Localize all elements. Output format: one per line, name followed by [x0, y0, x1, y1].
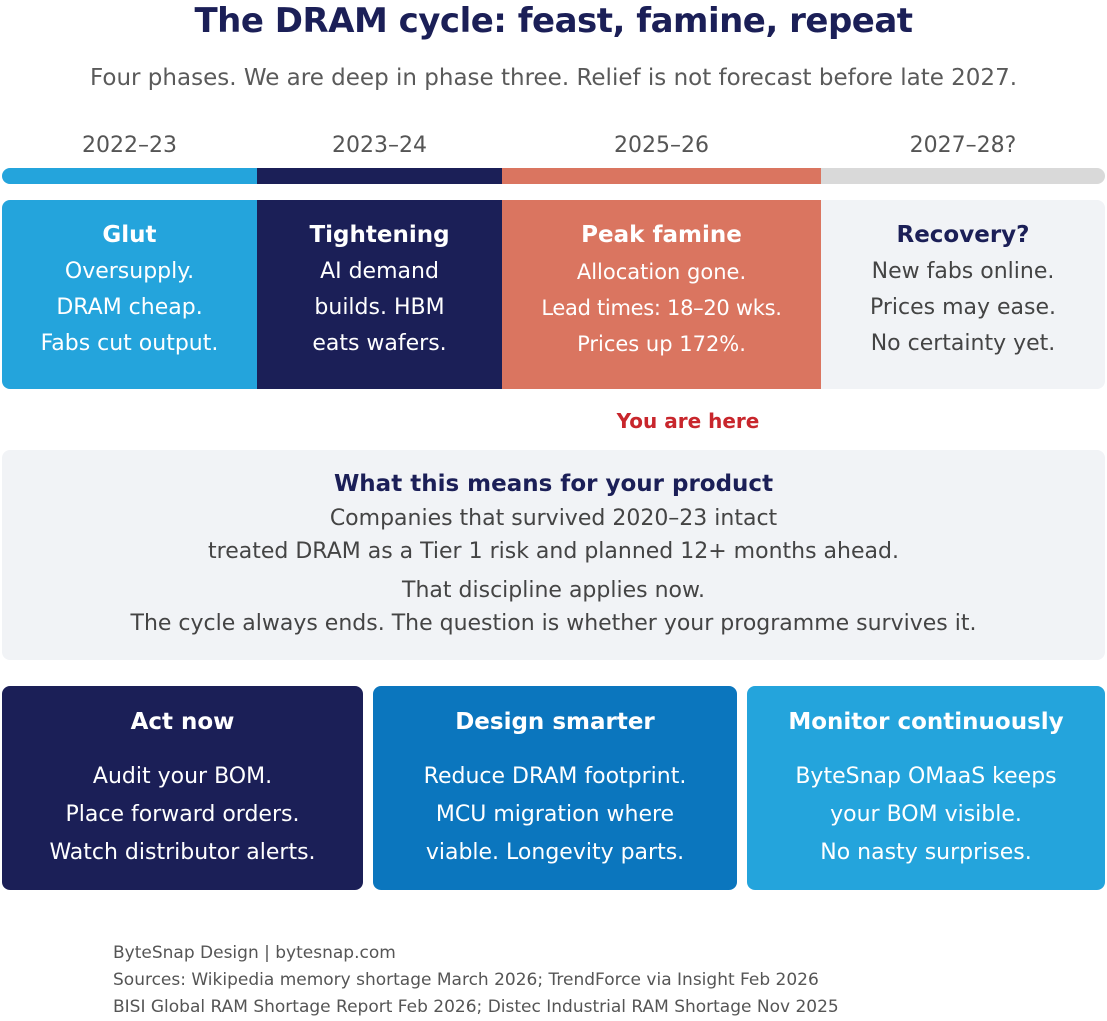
phase-title: Recovery?	[896, 222, 1030, 248]
phase-text-line: DRAM cheap.	[56, 295, 203, 320]
phase-text-line: eats wafers.	[312, 331, 447, 356]
footer: ByteSnap Design | bytesnap.com Sources: …	[113, 940, 1093, 1021]
footer-sources: BISI Global RAM Shortage Report Feb 2026…	[113, 997, 839, 1017]
phase-recovery: Recovery? New fabs online. Prices may ea…	[821, 200, 1105, 389]
infographic-subtitle: Four phases. We are deep in phase three.…	[89, 65, 1018, 91]
action-card-line: Watch distributor alerts.	[49, 840, 316, 865]
phase-text-line: Fabs cut output.	[40, 331, 219, 356]
implications-line: Companies that survived 2020–23 intact	[329, 506, 778, 531]
phase-text-line: AI demand	[320, 259, 439, 284]
action-card-line: MCU migration where	[435, 802, 675, 827]
implications-line: That discipline applies now.	[402, 578, 705, 603]
implications-line: The cycle always ends. The question is w…	[130, 611, 977, 636]
action-card-monitor-continuously: Monitor continuously ByteSnap OMaaS keep…	[747, 686, 1105, 890]
timeline-years: 2022–23 2023–24 2025–26 2027–28?	[2, 128, 1105, 164]
phase-text-line: builds. HBM	[314, 295, 445, 320]
phase-title: Tightening	[309, 222, 450, 248]
phase-1-years: 2022–23	[82, 133, 177, 158]
timeline-bar-glut	[2, 168, 257, 184]
phase-glut: Glut Oversupply. DRAM cheap. Fabs cut ou…	[2, 200, 257, 389]
action-card-title: Monitor continuously	[788, 709, 1064, 735]
action-card-line: viable. Longevity parts.	[425, 840, 685, 865]
implications-heading: What this means for your product	[333, 471, 774, 497]
action-card-line: your BOM visible.	[830, 802, 1022, 827]
action-card-design-smarter: Design smarter Reduce DRAM footprint. MC…	[373, 686, 737, 890]
phase-text-line: New fabs online.	[871, 259, 1055, 284]
phase-text-line: Prices may ease.	[869, 295, 1057, 320]
phase-text-line: Prices up 172%.	[577, 332, 746, 356]
timeline-bar-tightening	[257, 168, 502, 184]
action-card-line: Audit your BOM.	[92, 764, 273, 789]
footer-credit: ByteSnap Design | bytesnap.com	[113, 943, 396, 963]
implications-line: treated DRAM as a Tier 1 risk and planne…	[208, 539, 899, 564]
phase-peak-famine: Peak famine Allocation gone. Lead times:…	[502, 200, 821, 389]
action-card-act-now: Act now Audit your BOM. Place forward or…	[2, 686, 363, 890]
action-card-title: Act now	[130, 709, 235, 735]
you-are-here-marker: You are here	[616, 409, 760, 433]
phase-text-line: No certainty yet.	[870, 331, 1056, 356]
phase-4-years: 2027–28?	[909, 133, 1017, 158]
phase-2-years: 2023–24	[332, 133, 427, 158]
timeline-bar-recovery	[821, 168, 1105, 184]
phase-text-line: Allocation gone.	[576, 260, 747, 284]
implications-panel: What this means for your product Compani…	[2, 450, 1105, 660]
action-card-line: Place forward orders.	[65, 802, 300, 827]
timeline-bar-peak-famine	[502, 168, 821, 184]
phase-tightening: Tightening AI demand builds. HBM eats wa…	[257, 200, 502, 389]
phase-text-line: Oversupply.	[64, 259, 195, 284]
action-card-title: Design smarter	[455, 709, 655, 735]
phase-title: Glut	[102, 222, 157, 248]
action-card-line: No nasty surprises.	[820, 840, 1032, 865]
phase-title: Peak famine	[581, 222, 742, 248]
action-card-line: ByteSnap OMaaS keeps	[795, 764, 1057, 789]
infographic-title: The DRAM cycle: feast, famine, repeat	[194, 1, 913, 41]
footer-sources: Sources: Wikipedia memory shortage March…	[113, 970, 819, 990]
action-card-line: Reduce DRAM footprint.	[423, 764, 687, 789]
phase-text-line: Lead times: 18–20 wks.	[541, 296, 782, 320]
phase-3-years: 2025–26	[614, 133, 709, 158]
